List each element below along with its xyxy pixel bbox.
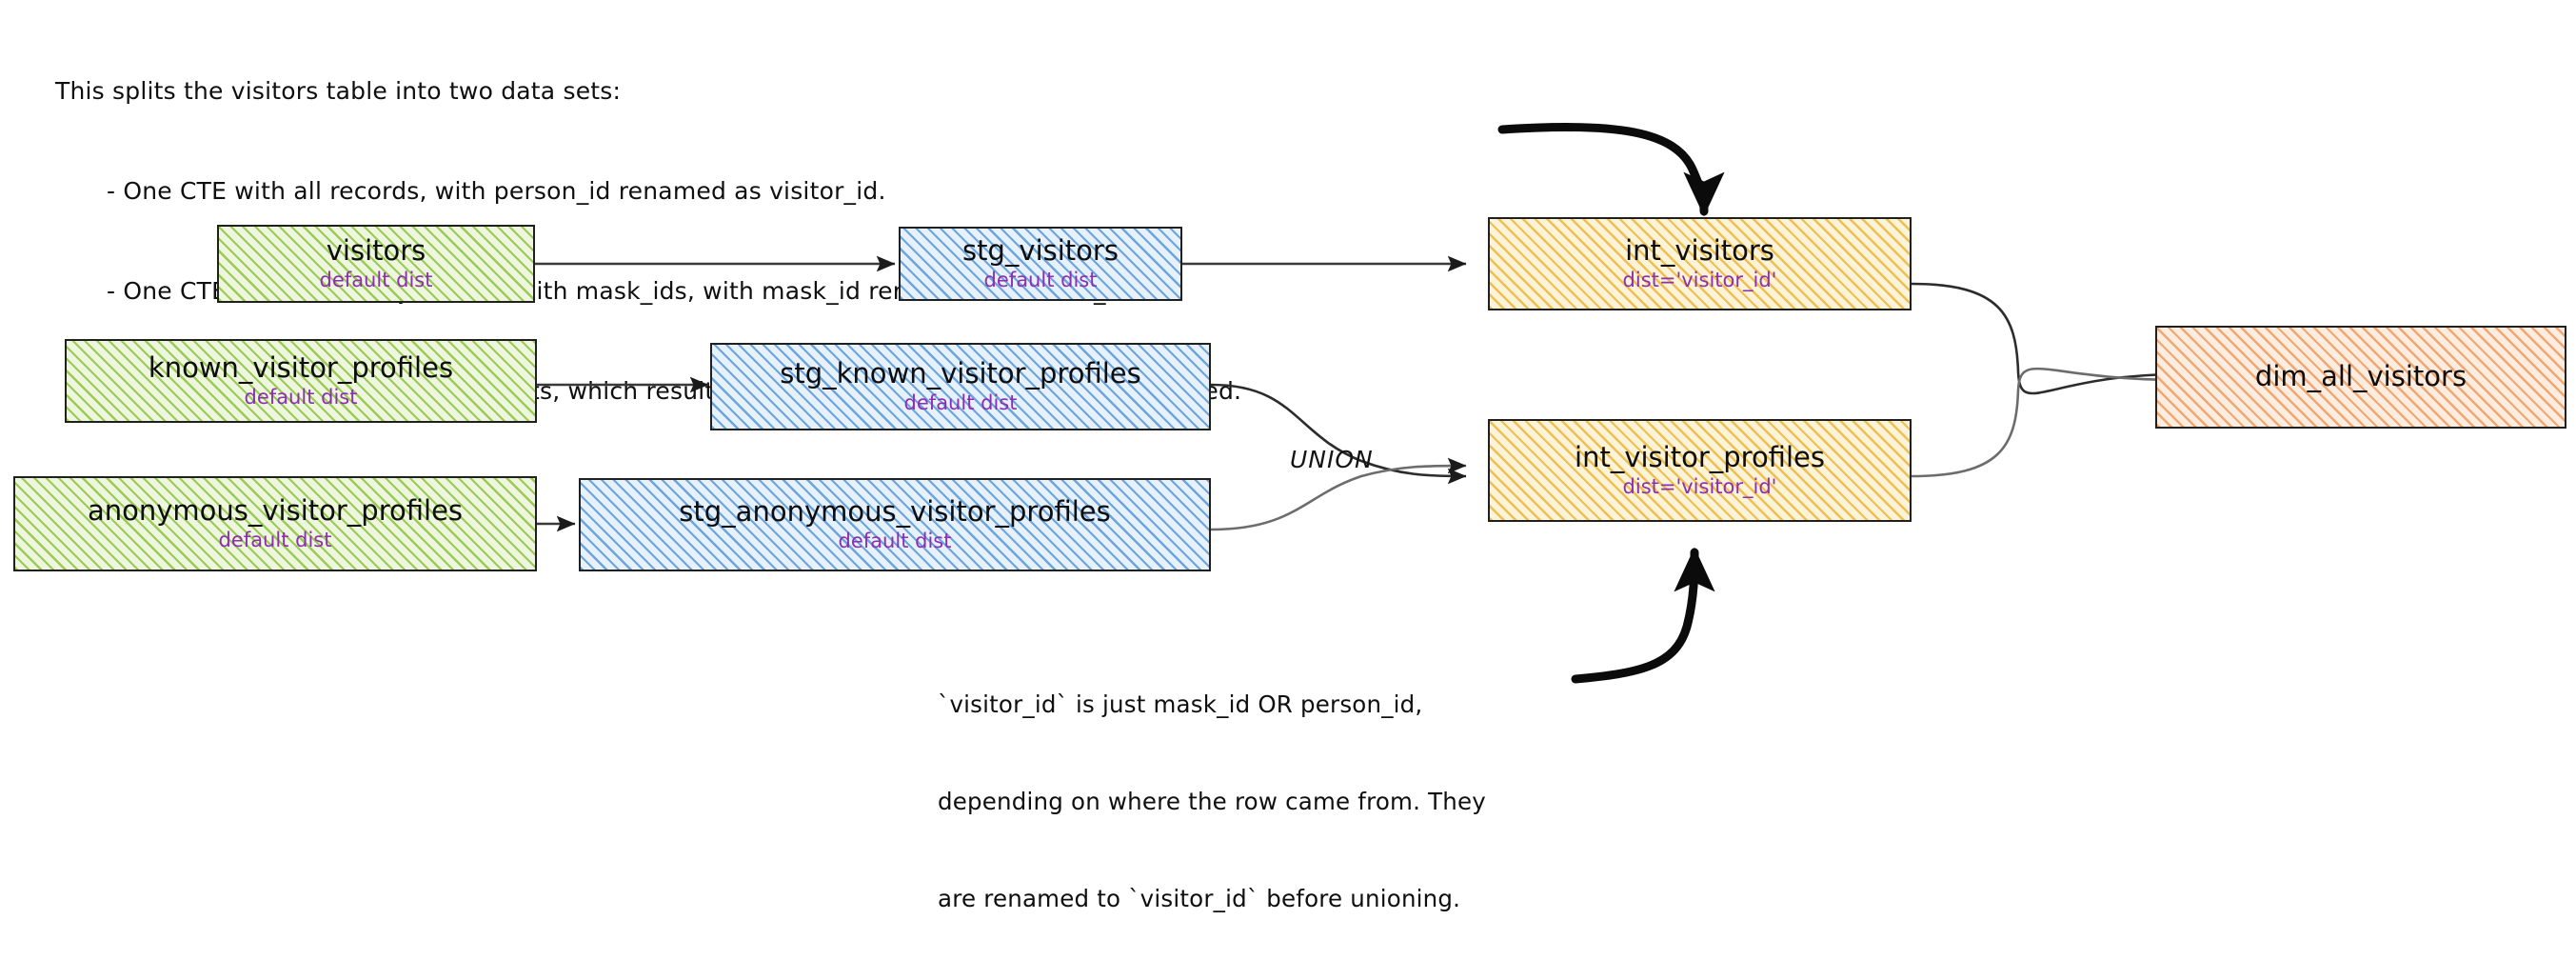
node-int-visitors-dist: dist='visitor_id' [1622,269,1777,292]
edge-int-visitor-profiles-to-dim-all-visitors [1911,367,2181,478]
node-int-visitors-title: int_visitors [1625,233,1774,267]
node-stg-anonymous-visitor-profiles[interactable]: stg_anonymous_visitor_profiles default d… [579,478,1211,571]
node-int-visitor-profiles[interactable]: int_visitor_profiles dist='visitor_id' [1488,419,1912,522]
bottom-annotation-line-1: `visitor_id` is just mask_id OR person_i… [938,690,1423,718]
node-anonymous-visitor-profiles-dist: default dist [218,529,332,552]
node-dim-all-visitors-title: dim_all_visitors [2254,360,2467,393]
node-visitors-dist: default dist [319,269,433,292]
node-stg-visitors[interactable]: stg_visitors default dist [899,227,1182,301]
node-visitors[interactable]: visitors default dist [217,225,535,303]
annotation-arrow-bottom [1571,547,1715,684]
node-stg-known-visitor-profiles[interactable]: stg_known_visitor_profiles default dist [710,343,1211,430]
annotation-arrow-top [1497,122,1725,217]
bottom-annotation-text: `visitor_id` is just mask_id OR person_i… [938,624,1486,980]
edge-int-visitors-to-dim-all-visitors [1911,282,2181,395]
top-annotation-line-1: This splits the visitors table into two … [55,77,622,105]
diagram-canvas: This splits the visitors table into two … [13,77,2566,912]
node-known-visitor-profiles[interactable]: known_visitor_profiles default dist [65,339,537,423]
node-stg-anonymous-visitor-profiles-dist: default dist [838,530,952,553]
node-stg-known-visitor-profiles-dist: default dist [903,391,1018,415]
bottom-annotation-line-2: depending on where the row came from. Th… [938,788,1486,815]
node-dim-all-visitors[interactable]: dim_all_visitors [2155,326,2566,429]
node-int-visitor-profiles-dist: dist='visitor_id' [1622,475,1777,499]
node-int-visitors[interactable]: int_visitors dist='visitor_id' [1488,217,1912,310]
node-anonymous-visitor-profiles-title: anonymous_visitor_profiles [87,493,464,527]
node-stg-visitors-title: stg_visitors [962,233,1119,267]
top-annotation-line-2: - One CTE with all records, with person_… [107,177,886,205]
node-int-visitor-profiles-title: int_visitor_profiles [1575,440,1825,473]
node-stg-known-visitor-profiles-title: stg_known_visitor_profiles [780,356,1141,390]
edge-stg-anonymous-to-int-visitor-profiles [1210,457,1467,531]
node-stg-visitors-dist: default dist [983,269,1098,292]
node-known-visitor-profiles-title: known_visitor_profiles [148,350,454,384]
bottom-annotation-line-3: are renamed to `visitor_id` before union… [938,885,1461,912]
node-visitors-title: visitors [326,233,426,267]
node-known-visitor-profiles-dist: default dist [244,386,358,410]
node-stg-anonymous-visitor-profiles-title: stg_anonymous_visitor_profiles [679,494,1111,528]
edge-label-union: UNION [1290,446,1374,473]
node-anonymous-visitor-profiles[interactable]: anonymous_visitor_profiles default dist [13,476,537,571]
